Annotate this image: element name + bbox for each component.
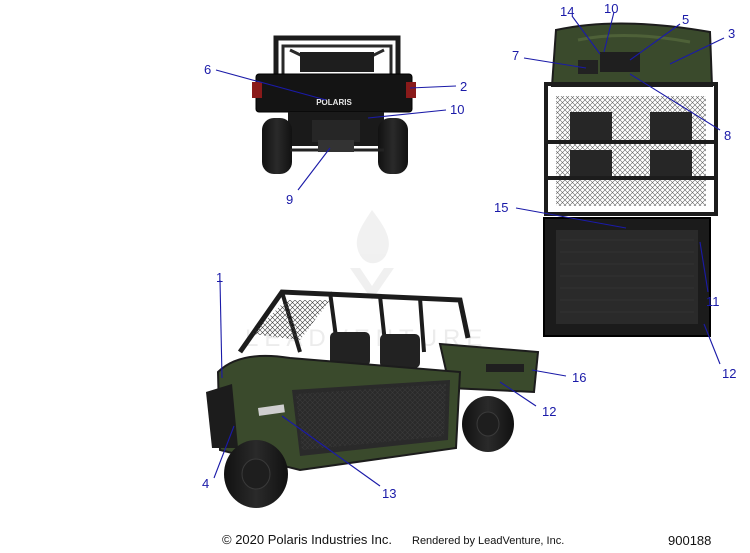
- callout-10-top: 10: [604, 1, 618, 16]
- side-view-vehicle: [206, 289, 540, 508]
- callout-14: 14: [560, 4, 574, 19]
- callout-6: 6: [204, 62, 211, 77]
- callout-8: 8: [724, 128, 731, 143]
- callout-1: 1: [216, 270, 223, 285]
- callout-16: 16: [572, 370, 586, 385]
- rear-view-vehicle: POLARIS: [252, 35, 416, 174]
- rear-badge: POLARIS: [316, 98, 352, 107]
- top-view-vehicle: [543, 22, 718, 337]
- callout-3: 3: [728, 26, 735, 41]
- callout-2: 2: [460, 79, 467, 94]
- callout-5: 5: [682, 12, 689, 27]
- callout-10-rear: 10: [450, 102, 464, 117]
- callout-11: 11: [706, 294, 720, 309]
- leader-lines: [213, 11, 725, 487]
- callout-12-side: 12: [542, 404, 556, 419]
- part-number: 900188: [668, 533, 712, 548]
- rendered-by-text: Rendered by LeadVenture, Inc.: [412, 535, 565, 547]
- callout-7: 7: [512, 48, 519, 63]
- callout-4: 4: [202, 476, 209, 491]
- watermark-logo: [350, 210, 394, 300]
- callout-12-top: 12: [722, 366, 736, 381]
- callout-13: 13: [382, 486, 396, 501]
- copyright-text: © 2020 Polaris Industries Inc.: [222, 532, 392, 547]
- callout-9: 9: [286, 192, 293, 207]
- callout-15: 15: [494, 200, 508, 215]
